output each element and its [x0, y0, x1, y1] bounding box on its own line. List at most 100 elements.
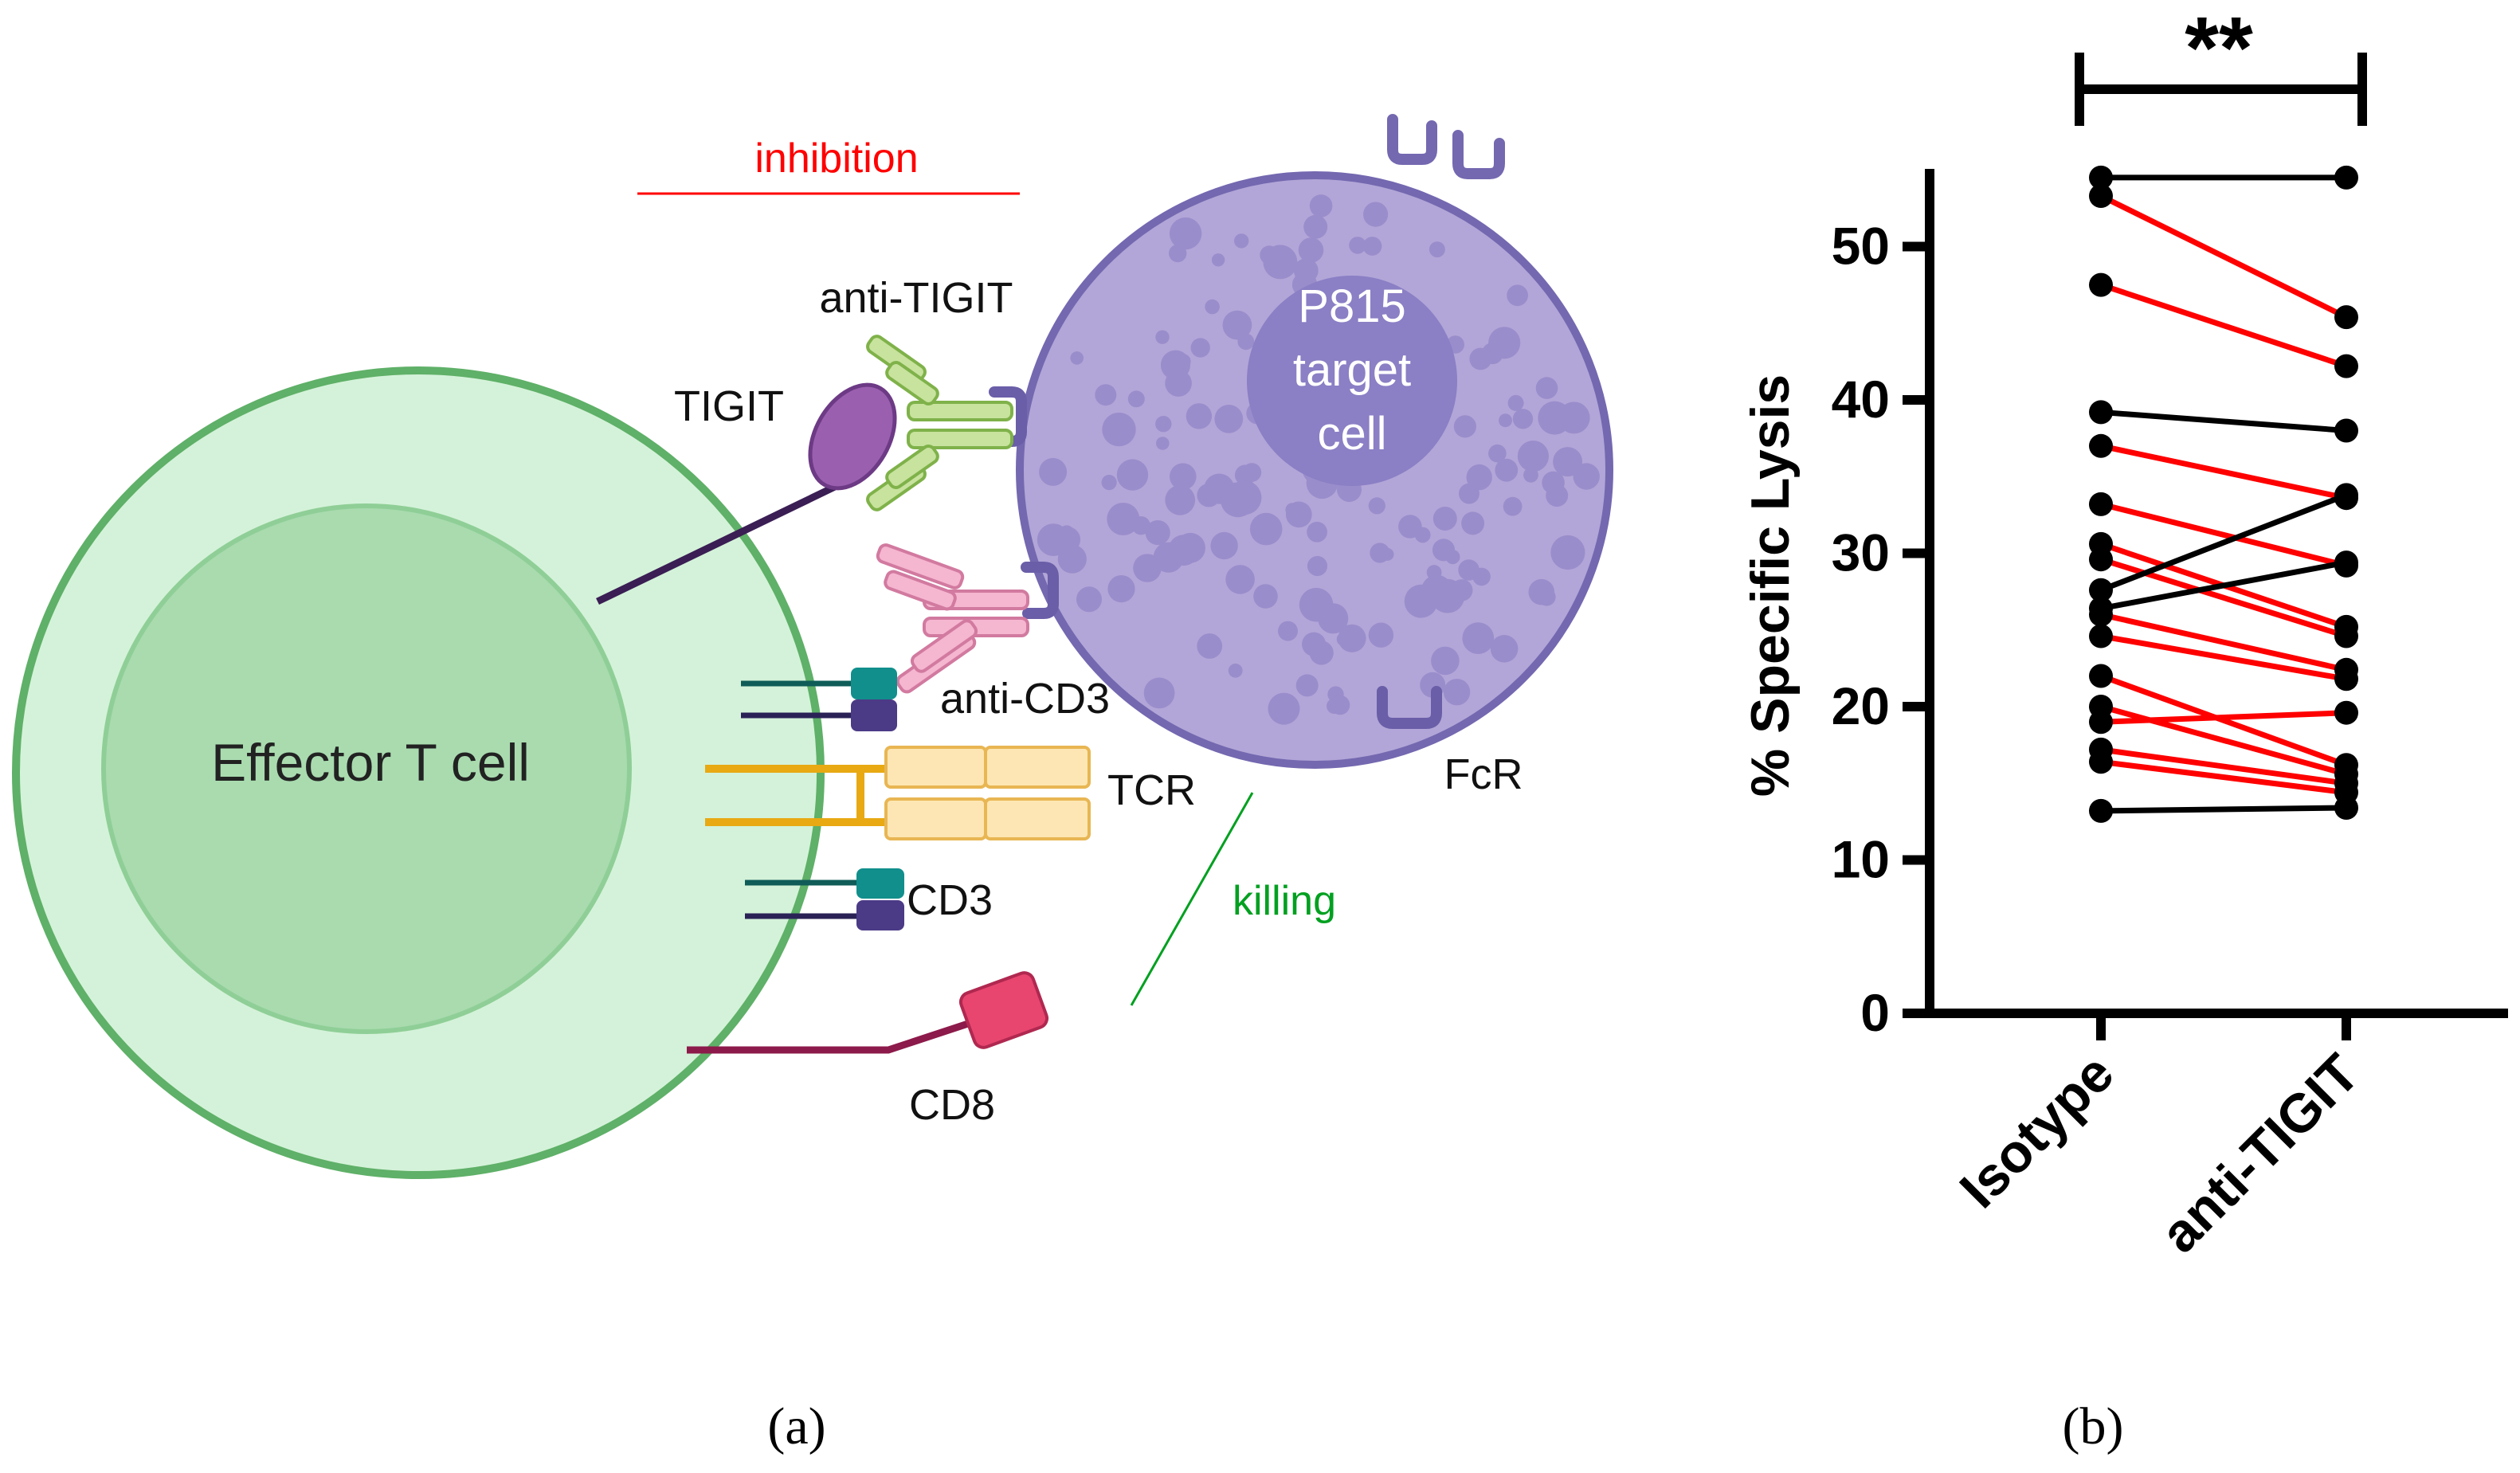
anti-tigit-point: [2334, 165, 2358, 190]
significance-bracket: [2075, 53, 2367, 126]
granule: [1461, 511, 1485, 535]
y-tick-label: 0: [1860, 983, 1890, 1042]
paired-lines: [2099, 174, 2348, 814]
fcr-receptor-top-2: [1452, 130, 1505, 179]
isotype-point: [2089, 624, 2113, 648]
fcr-receptor-tigit-side: [989, 386, 1027, 447]
granule: [1102, 412, 1136, 447]
granule: [1453, 415, 1476, 438]
granule: [1155, 330, 1170, 344]
granule: [1488, 327, 1521, 359]
granule: [1307, 521, 1327, 543]
granule: [1211, 253, 1225, 267]
granule: [1309, 194, 1333, 217]
granule: [1227, 480, 1262, 515]
granule: [1234, 233, 1249, 249]
granule: [1190, 338, 1210, 358]
paired-line: [2100, 805, 2347, 814]
isotype-point: [2089, 165, 2113, 190]
panel-a: inhibition Effector T cell P815 target c…: [12, 114, 1613, 1455]
target-cell-label-line3: cell: [1317, 408, 1386, 460]
target-cell-nucleus: [1247, 276, 1457, 486]
granule: [1176, 354, 1191, 369]
paired-line: [2100, 612, 2347, 673]
y-tick-label: 20: [1832, 676, 1890, 735]
isotype-point: [2089, 272, 2113, 297]
granule: [1368, 622, 1394, 648]
granule: [1039, 457, 1068, 486]
y-axis-label: % Specific Lysis: [1740, 374, 1801, 797]
isotype-point: [2089, 578, 2113, 602]
granule: [1523, 467, 1538, 483]
granule: [1368, 497, 1385, 515]
fcr-receptor-bottom: [1377, 686, 1442, 729]
granule: [1205, 299, 1220, 315]
paired-line: [2099, 673, 2348, 768]
anti-tigit-point: [2334, 700, 2358, 725]
isotype-point: [2089, 798, 2113, 823]
granule: [1263, 245, 1298, 280]
granule: [1153, 542, 1184, 573]
tigit-stalk: [596, 482, 838, 605]
granule: [1414, 527, 1431, 543]
y-tick-label: 10: [1832, 830, 1890, 889]
granule: [1268, 692, 1300, 725]
cd3-complex-lower: [745, 868, 904, 930]
granule: [1499, 413, 1512, 428]
granule: [1197, 483, 1221, 507]
anti-cd3-antibody: [876, 543, 1029, 694]
panel-b-label: (b): [2063, 1397, 2124, 1455]
granule: [1169, 217, 1202, 250]
granule: [1507, 284, 1528, 307]
paired-points: [2089, 165, 2358, 823]
granule: [1076, 586, 1102, 613]
granule: [1553, 447, 1583, 477]
tcr-complex: [705, 746, 1091, 840]
granule: [1443, 679, 1471, 706]
granule: [1107, 575, 1135, 603]
isotype-point: [2089, 750, 2113, 774]
granule: [1293, 258, 1319, 284]
granule: [1495, 458, 1519, 482]
isotype-point: [2089, 433, 2113, 458]
granule: [1507, 394, 1524, 411]
paired-line: [2100, 559, 2347, 612]
granule: [1095, 384, 1117, 406]
granule: [1330, 695, 1350, 715]
granule: [1336, 633, 1350, 646]
cd8-molecule: [687, 971, 1049, 1054]
granule: [1490, 635, 1519, 663]
isotype-point: [2089, 492, 2113, 516]
y-tick-label: 30: [1832, 523, 1890, 582]
chart-axes: [1925, 169, 2508, 1018]
paired-line: [2100, 443, 2347, 501]
anti-tigit-label: anti-TIGIT: [819, 274, 1013, 322]
tcr-label: TCR: [1107, 766, 1196, 814]
isotype-point: [2089, 664, 2113, 688]
paired-line: [2100, 758, 2347, 796]
paired-line: [2100, 633, 2347, 682]
granule: [1165, 484, 1196, 515]
granule: [1222, 310, 1252, 340]
paired-line: [2100, 746, 2347, 786]
cd3-complex-upper: [741, 668, 897, 731]
granule: [1253, 584, 1278, 609]
granule: [1445, 550, 1460, 565]
effector-t-cell: Effector T cell: [12, 366, 825, 1179]
granule: [1362, 237, 1382, 256]
granule: [1214, 405, 1244, 433]
granule: [1472, 567, 1491, 586]
cd8-label: CD8: [909, 1081, 995, 1129]
anti-tigit-point: [2334, 550, 2358, 575]
isotype-point: [2089, 710, 2113, 735]
killing-label: killing: [1233, 878, 1336, 924]
granule: [1429, 241, 1445, 258]
granule: [1466, 464, 1492, 491]
granule: [1101, 475, 1117, 491]
anti-tigit-antibody: [866, 335, 1013, 511]
anti-tigit-point: [2334, 624, 2358, 648]
granule: [1210, 531, 1238, 560]
granule: [1349, 237, 1366, 254]
granule: [1165, 370, 1192, 397]
